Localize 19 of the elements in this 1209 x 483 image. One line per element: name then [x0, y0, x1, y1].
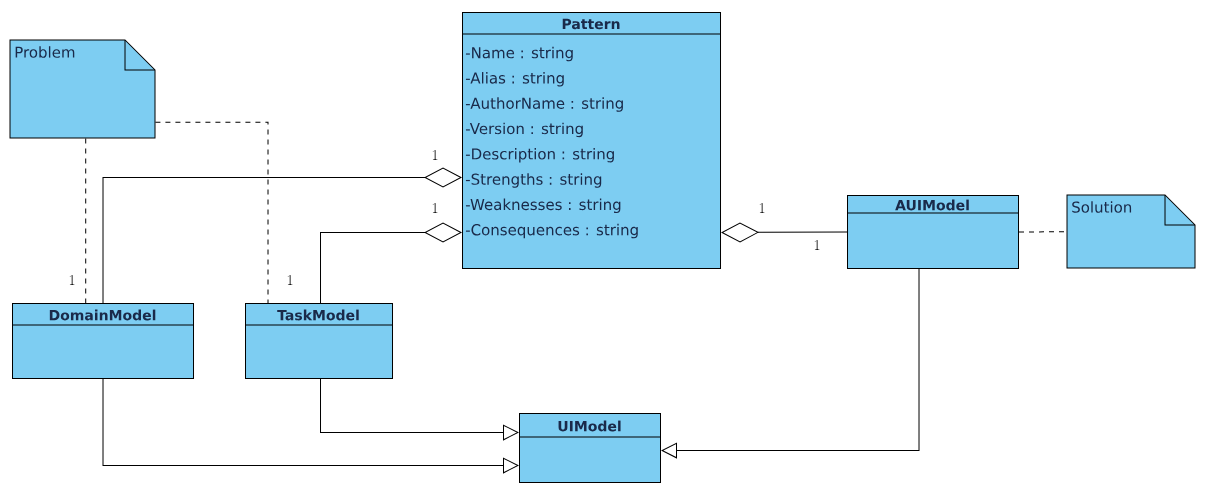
class-box: DomainModel [11, 303, 194, 379]
dashed-connector [85, 137, 87, 304]
generalization-arrow [661, 268, 920, 459]
aggregation-line [102, 167, 462, 304]
class-box: AUIModel [846, 195, 1019, 269]
multiplicity-label: 1 [814, 240, 820, 250]
multiplicity-label: 1 [432, 150, 438, 160]
aggregation-line [320, 222, 462, 304]
multiplicity-label: 1 [759, 203, 765, 213]
generalization-arrow [320, 378, 519, 441]
dashed-connector [154, 121, 269, 304]
class-box: TaskModel [244, 303, 393, 379]
generalization-arrow [102, 378, 519, 474]
multiplicity-label: 1 [69, 275, 75, 285]
class-box: Pattern -Name : string -Alias : string -AuthorName : string -Version : string -Description : string -Strengths : string -Weaknesses : string -Consequences : string [461, 12, 721, 269]
multiplicity-label: 1 [432, 203, 438, 213]
class-box: UIModel [518, 413, 661, 483]
aggregation-line [721, 222, 848, 243]
multiplicity-label: 1 [287, 275, 293, 285]
